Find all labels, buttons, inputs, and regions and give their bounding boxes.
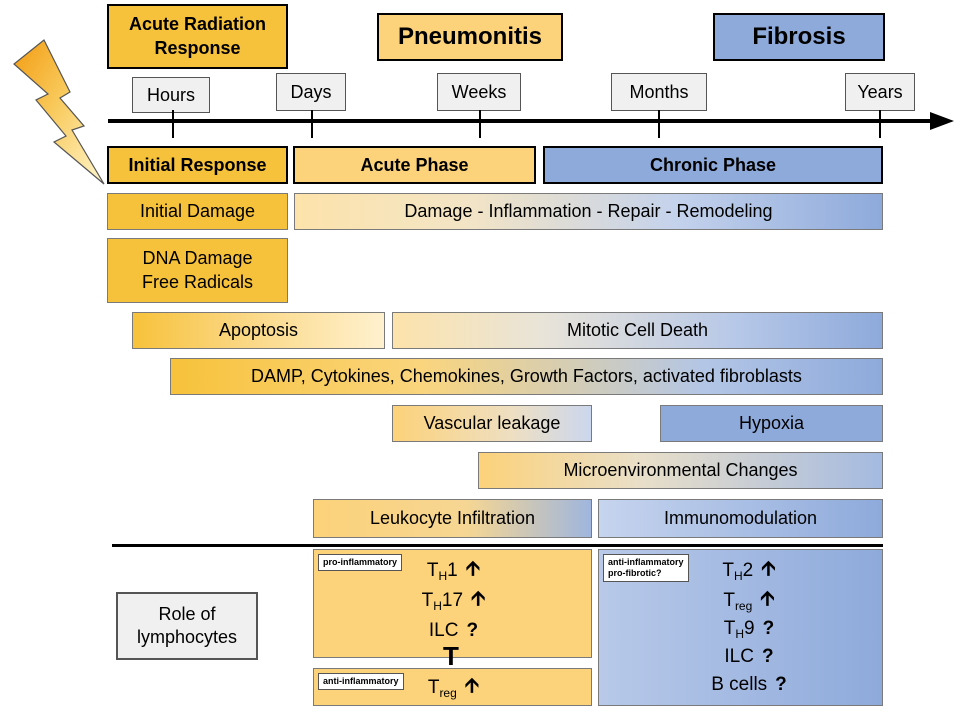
question-mark-icon: ? bbox=[762, 618, 775, 639]
ilc-row-pro: ILC ? bbox=[314, 616, 593, 646]
anti-inflammatory-pro-fibrotic-box: anti-inflammatory pro-fibrotic? TH2 🡩 Tr… bbox=[598, 549, 883, 706]
b-cells-row: B cells ? bbox=[629, 670, 869, 700]
microenvironmental-changes-box: Microenvironmental Changes bbox=[478, 452, 883, 489]
acute-phase-text: Acute Phase bbox=[360, 154, 469, 175]
ilc-row-fibrotic: ILC ? bbox=[629, 642, 869, 672]
th17-row: TH17 🡩 bbox=[314, 586, 593, 616]
pro-inflammatory-box: pro-inflammatory TH1 🡩 TH17 🡩 ILC ? bbox=[313, 549, 592, 658]
anti-label-line2: pro-fibrotic? bbox=[608, 567, 662, 578]
pneumonitis-text: Pneumonitis bbox=[397, 23, 542, 50]
damage-sequence-text: Damage - Inflammation - Repair - Remodel… bbox=[404, 201, 773, 221]
initial-damage-text: Initial Damage bbox=[139, 201, 256, 221]
pneumonitis-header: Pneumonitis bbox=[377, 13, 563, 61]
question-mark-icon: ? bbox=[775, 674, 787, 695]
damp-box: DAMP, Cytokines, Chemokines, Growth Fact… bbox=[170, 358, 883, 395]
hypoxia-text: Hypoxia bbox=[738, 413, 805, 433]
treg-sub: reg bbox=[439, 685, 457, 700]
anti-pro-fibrotic-label: anti-inflammatory pro-fibrotic? bbox=[603, 554, 689, 582]
th1-sub: H bbox=[438, 568, 448, 583]
arrow-up-icon: 🡩 bbox=[760, 588, 775, 610]
th1-t: T bbox=[426, 559, 439, 581]
damp-text: DAMP, Cytokines, Chemokines, Growth Fact… bbox=[251, 366, 802, 386]
free-radicals-text: Free Radicals bbox=[141, 271, 254, 292]
section-divider bbox=[112, 544, 883, 547]
arrow-right-icon bbox=[108, 110, 954, 138]
chronic-phase-text: Chronic Phase bbox=[649, 154, 777, 175]
timeline-hours-text: Hours bbox=[146, 84, 195, 105]
hypoxia-box: Hypoxia bbox=[660, 405, 883, 442]
ilc-text: ILC bbox=[428, 620, 459, 641]
timeline-months-text: Months bbox=[629, 81, 689, 102]
timeline-label-hours: Hours bbox=[132, 77, 210, 113]
initial-response-phase: Initial Response bbox=[107, 146, 288, 184]
treg-t: T bbox=[427, 676, 440, 698]
timeline-label-years: Years bbox=[845, 73, 915, 111]
lymphocytes-text: lymphocytes bbox=[136, 627, 238, 647]
timeline-years-text: Years bbox=[857, 81, 903, 102]
treg2-sub: reg bbox=[734, 598, 753, 613]
apoptosis-text: Apoptosis bbox=[218, 320, 299, 340]
th9-sub: H bbox=[735, 626, 745, 641]
treg-row-fibrotic: Treg 🡩 bbox=[629, 586, 869, 616]
vascular-leakage-box: Vascular leakage bbox=[392, 405, 592, 442]
immunomodulation-box: Immunomodulation bbox=[598, 499, 883, 538]
timeline-days-text: Days bbox=[290, 81, 332, 102]
arrow-up-icon: 🡩 bbox=[761, 558, 776, 580]
immunomodulation-text: Immunomodulation bbox=[663, 508, 818, 528]
timeline-label-days: Days bbox=[276, 73, 346, 111]
th2-row: TH2 🡩 bbox=[629, 556, 869, 586]
apoptosis-box: Apoptosis bbox=[132, 312, 385, 349]
vascular-leakage-text: Vascular leakage bbox=[423, 413, 561, 433]
th2-t: T bbox=[722, 559, 734, 581]
question-mark-icon: ? bbox=[466, 620, 479, 641]
inhibition-icon: T bbox=[443, 641, 459, 671]
treg2-t: T bbox=[723, 589, 735, 611]
dna-damage-box: DNA Damage Free Radicals bbox=[107, 238, 288, 303]
mitotic-cell-death-text: Mitotic Cell Death bbox=[566, 320, 709, 340]
role-of-lymphocytes-label: Role of lymphocytes bbox=[116, 592, 258, 660]
fibrosis-text: Fibrosis bbox=[752, 23, 846, 50]
th17-num: 17 bbox=[441, 589, 464, 611]
th17-t: T bbox=[421, 589, 434, 611]
mitotic-cell-death-box: Mitotic Cell Death bbox=[392, 312, 883, 349]
leukocyte-infiltration-box: Leukocyte Infiltration bbox=[313, 499, 592, 538]
th2-num: 2 bbox=[742, 559, 754, 581]
treg-row-pro: Treg 🡩 bbox=[314, 673, 593, 703]
arrow-up-icon: 🡩 bbox=[471, 588, 486, 610]
initial-response-text: Initial Response bbox=[128, 154, 267, 175]
role-of-text: Role of bbox=[158, 603, 216, 624]
anti-inflammatory-box: anti-inflammatory Treg 🡩 bbox=[313, 668, 592, 706]
fibrosis-header: Fibrosis bbox=[713, 13, 885, 61]
question-mark-icon: ? bbox=[761, 646, 774, 667]
timeline-label-months: Months bbox=[611, 73, 707, 111]
b-cells-text: B cells bbox=[711, 674, 768, 695]
anti-inflammatory-label: anti-inflammatory bbox=[318, 673, 404, 690]
th2-sub: H bbox=[733, 568, 743, 583]
acute-phase: Acute Phase bbox=[293, 146, 536, 184]
damage-sequence-box: Damage - Inflammation - Repair - Remodel… bbox=[294, 193, 883, 230]
th1-num: 1 bbox=[447, 559, 458, 581]
th9-t: T bbox=[723, 617, 736, 639]
ilc2-text: ILC bbox=[724, 646, 754, 667]
timeline-label-weeks: Weeks bbox=[437, 73, 521, 111]
arrow-up-icon: 🡩 bbox=[464, 675, 480, 697]
anti-label-line1: anti-inflammatory bbox=[608, 557, 684, 567]
acute-radiation-response-header: Acute Radiation Response bbox=[107, 4, 288, 69]
th9-row: TH9 ? bbox=[629, 614, 869, 644]
chronic-phase: Chronic Phase bbox=[543, 146, 883, 184]
th1-row: TH1 🡩 bbox=[314, 556, 593, 586]
timeline-weeks-text: Weeks bbox=[451, 81, 507, 102]
lightning-bolt-icon bbox=[13, 39, 105, 185]
th17-sub: H bbox=[433, 598, 442, 613]
initial-damage-box: Initial Damage bbox=[107, 193, 288, 230]
arrow-up-icon: 🡩 bbox=[465, 558, 481, 580]
dna-damage-text: DNA Damage bbox=[142, 248, 253, 269]
pro-inflammatory-label: pro-inflammatory bbox=[318, 554, 403, 571]
leukocyte-infiltration-text: Leukocyte Infiltration bbox=[369, 508, 536, 528]
th9-num: 9 bbox=[744, 617, 755, 639]
acute-radiation-response-text: Acute Radiation Response bbox=[128, 14, 266, 58]
microenvironmental-changes-text: Microenvironmental Changes bbox=[563, 460, 798, 480]
